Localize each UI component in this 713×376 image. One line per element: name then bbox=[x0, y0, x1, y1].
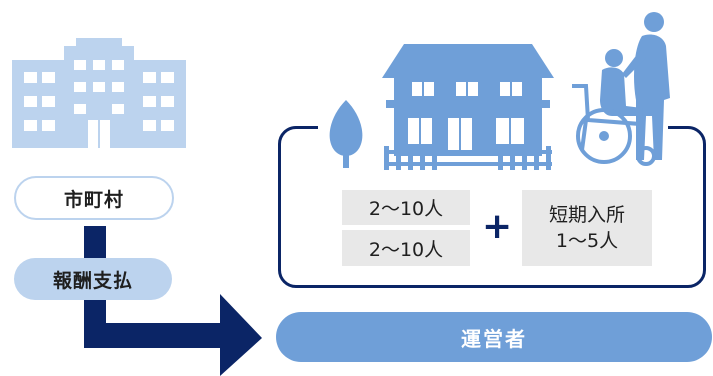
payment-label-text: 報酬支払 bbox=[52, 269, 133, 292]
house-icon bbox=[382, 44, 554, 170]
short-stay-count: 1～5人 bbox=[555, 230, 619, 252]
tree-icon bbox=[329, 100, 363, 168]
plus-text: + bbox=[482, 206, 513, 247]
operator-label: 運営者 bbox=[461, 326, 527, 351]
short-stay-title: 短期入所 bbox=[548, 204, 625, 226]
short-stay-box: 短期入所 1～5人 bbox=[522, 190, 652, 266]
wheelchair-caregiver-icon bbox=[572, 12, 670, 166]
municipality-label-text: 市町村 bbox=[63, 188, 124, 211]
capacity-row-2-text: 2～10人 bbox=[368, 238, 444, 261]
capacity-row-1-text: 2～10人 bbox=[368, 198, 444, 220]
operator-bar: 運営者 bbox=[276, 312, 712, 362]
municipality-label: 市町村 bbox=[14, 176, 174, 220]
payment-label: 報酬支払 bbox=[14, 258, 172, 300]
capacity-row-2: 2～10人 bbox=[342, 230, 470, 266]
plus-icon: + bbox=[482, 209, 512, 245]
capacity-row-1: 2～10人 bbox=[342, 190, 470, 225]
city-hall-building-icon bbox=[12, 38, 186, 148]
